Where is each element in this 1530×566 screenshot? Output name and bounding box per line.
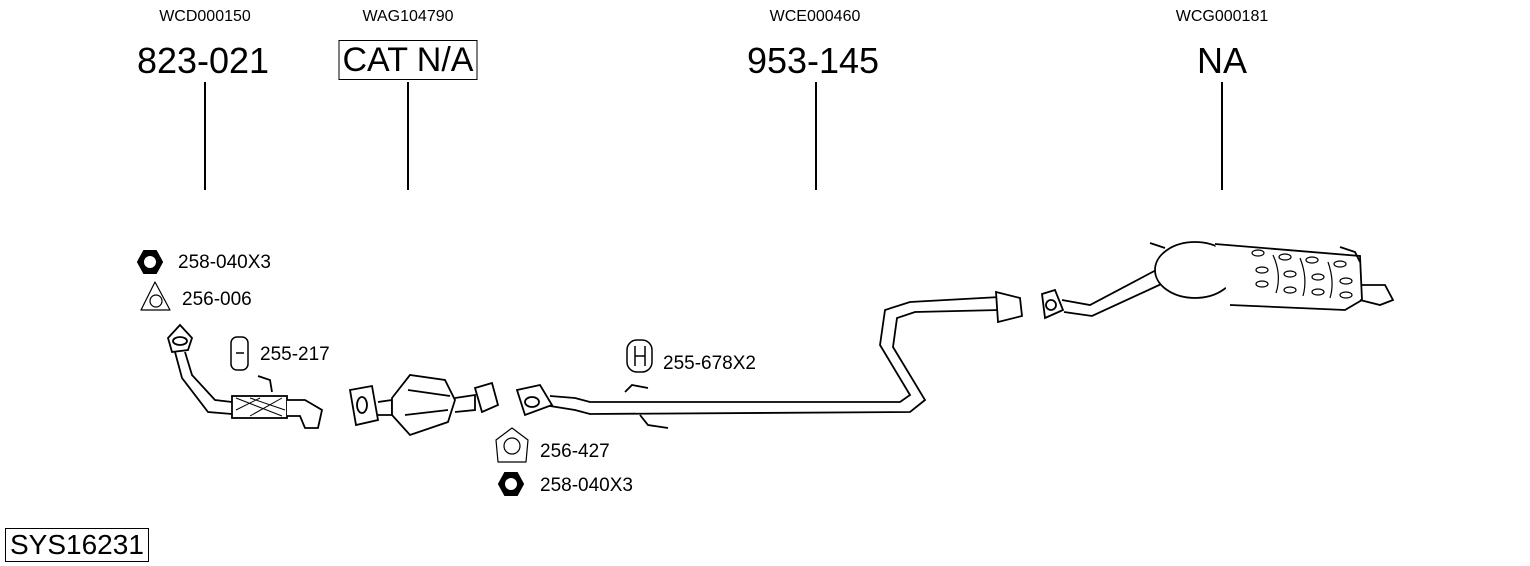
accessory-label[interactable]: 255-678X2: [663, 353, 756, 374]
system-id: SYS16231: [5, 528, 149, 562]
part-number[interactable]: 823-021: [136, 40, 270, 81]
nut-icon: [136, 250, 164, 274]
catalytic-converter: [348, 374, 500, 437]
rear-silencer: [1041, 241, 1395, 320]
column-code: WCD000150: [159, 8, 251, 25]
accessory-label[interactable]: 255-217: [260, 344, 330, 365]
part-number-boxed[interactable]: CAT N/A: [338, 40, 478, 80]
column-code: WCG000181: [1175, 8, 1269, 25]
intermediate-pipe: [515, 290, 1023, 429]
gasket-icon: [140, 281, 171, 311]
part-number[interactable]: 953-145: [746, 40, 880, 81]
nut-icon: [497, 472, 525, 496]
part-number[interactable]: NA: [1196, 40, 1248, 81]
gasket-icon: [495, 427, 529, 463]
front-pipe: [166, 323, 324, 429]
column-code: WAG104790: [362, 8, 454, 25]
accessory-label[interactable]: 256-427: [540, 441, 610, 462]
accessory-label[interactable]: 256-006: [182, 289, 252, 310]
hanger-icon: [626, 339, 653, 373]
accessory-label[interactable]: 258-040X3: [540, 475, 633, 496]
column-code: WCE000460: [769, 8, 861, 25]
rubber-mount-icon: [230, 336, 249, 371]
accessory-label[interactable]: 258-040X3: [178, 252, 271, 273]
